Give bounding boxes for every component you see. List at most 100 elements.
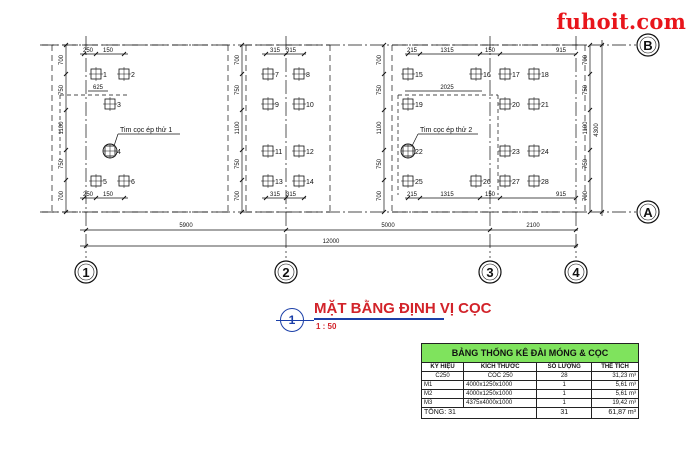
dimension-tick xyxy=(497,195,503,201)
table-header-row: KÝ HIỆU KÍCH THƯỚC SỐ LƯỢNG THỂ TÍCH xyxy=(420,362,639,372)
dimension-text: 750 xyxy=(377,158,383,169)
cell: 1 xyxy=(536,389,593,399)
pile-number: 23 xyxy=(512,149,520,156)
axis-bubble-inner xyxy=(77,263,95,281)
dimension-tick xyxy=(63,209,69,215)
dimension-tick xyxy=(263,51,269,57)
dimension-tick xyxy=(81,51,87,57)
dimension-text: 700 xyxy=(59,190,65,201)
pile-26: 26 xyxy=(469,174,491,188)
dimension-tick xyxy=(587,71,593,77)
dimension-text: 1100 xyxy=(377,121,383,135)
pile-number: 17 xyxy=(512,72,520,79)
dimension-text: 1100 xyxy=(235,121,241,135)
title-underline xyxy=(314,318,444,320)
dimension-tick xyxy=(283,227,289,233)
cell: 28 xyxy=(536,371,593,381)
dimension-tick xyxy=(477,51,483,57)
pile-28: 28 xyxy=(527,174,549,188)
pile-number: 11 xyxy=(275,149,282,156)
pile-1: 1 xyxy=(89,67,107,81)
total-label: TỔNG: 31 xyxy=(420,407,538,419)
dimension-tick xyxy=(121,51,127,57)
dimension-text: 315 xyxy=(270,48,281,54)
dimension-tick xyxy=(63,71,69,77)
dimension-text: 700 xyxy=(583,54,589,65)
dimension-tick xyxy=(487,227,493,233)
title-scale: 1 : 50 xyxy=(316,322,337,331)
pile-7: 7 xyxy=(261,67,279,81)
dimension-tick xyxy=(239,209,245,215)
dimension-tick xyxy=(263,195,269,201)
dimension-text: 1100 xyxy=(59,121,65,135)
title-number-circle: 1 xyxy=(280,308,304,332)
pile-2: 2 xyxy=(117,67,135,81)
dimension-tick xyxy=(497,51,503,57)
dimension-tick xyxy=(239,71,245,77)
pile-number: 8 xyxy=(306,72,310,79)
pile-number: 5 xyxy=(103,179,107,186)
pile-8: 8 xyxy=(292,67,310,81)
dimension-text: 150 xyxy=(103,48,114,54)
cell: 4375x4000x1000 xyxy=(463,398,538,408)
pile-number: 14 xyxy=(306,179,314,186)
foundation-stats-table: BẢNG THỐNG KÊ ĐÀI MÓNG & CỌC KÝ HIỆU KÍC… xyxy=(420,343,639,419)
dimension-text: 5900 xyxy=(179,223,193,229)
dimension-text: 215 xyxy=(407,192,418,198)
dimension-text: 12000 xyxy=(323,239,340,245)
dimension-tick xyxy=(83,243,89,249)
pile-14: 14 xyxy=(292,174,314,188)
dimension-text: 150 xyxy=(485,192,496,198)
dimension-text: 2100 xyxy=(526,223,540,229)
table-total-row: TỔNG: 31 31 61,87 m³ xyxy=(420,407,639,419)
pile-number: 27 xyxy=(512,179,520,186)
pile-21: 21 xyxy=(527,97,549,111)
pile-3: 3 xyxy=(103,97,121,111)
cell: 1 xyxy=(536,398,593,408)
dimension-text: 5000 xyxy=(381,223,395,229)
dimension-tick xyxy=(381,42,387,48)
dimension-text: 1315 xyxy=(440,48,454,54)
dimension-tick xyxy=(239,42,245,48)
dimension-text: 250 xyxy=(83,48,94,54)
pile-number: 4 xyxy=(117,149,121,156)
axis-bubble-inner xyxy=(277,263,295,281)
pile-number: 10 xyxy=(306,102,314,109)
cell: 4000x1250x1000 xyxy=(463,389,538,399)
col-size: KÍCH THƯỚC xyxy=(463,362,538,372)
pile-10: 10 xyxy=(292,97,314,111)
pile-4: 4 xyxy=(103,144,121,158)
axis-label: A xyxy=(643,205,653,220)
pile-25: 25 xyxy=(401,174,423,188)
dimension-tick xyxy=(301,51,307,57)
pile-number: 25 xyxy=(415,179,423,186)
table-row: M3 4375x4000x1000 1 19,42 m³ xyxy=(420,398,639,408)
dimension-tick xyxy=(301,195,307,201)
pile-number: 12 xyxy=(306,149,314,156)
dimension-text: 315 xyxy=(286,192,297,198)
dimension-tick xyxy=(63,177,69,183)
pile-24: 24 xyxy=(527,144,549,158)
pile-11: 11 xyxy=(261,144,282,158)
pile-number: 26 xyxy=(483,179,491,186)
dimension-text: 215 xyxy=(407,48,418,54)
dimension-tick xyxy=(381,209,387,215)
pile-18: 18 xyxy=(527,67,549,81)
pile-number: 19 xyxy=(415,102,423,109)
dimension-tick xyxy=(381,177,387,183)
pile-number: 28 xyxy=(541,179,549,186)
dimension-text: 315 xyxy=(270,192,281,198)
dimension-text: 150 xyxy=(485,48,496,54)
leader-line xyxy=(113,133,119,147)
dimension-tick xyxy=(83,227,89,233)
dimension-tick xyxy=(587,147,593,153)
pile-number: 16 xyxy=(483,72,491,79)
axis-label: 2 xyxy=(282,265,289,280)
axis-label: 4 xyxy=(572,265,580,280)
axis-bubble-inner xyxy=(481,263,499,281)
dimension-tick xyxy=(573,243,579,249)
pile-number: 9 xyxy=(275,102,279,109)
table-row: C250 COC 250 28 31,23 m³ xyxy=(420,371,639,381)
pile-number: 21 xyxy=(541,102,549,109)
